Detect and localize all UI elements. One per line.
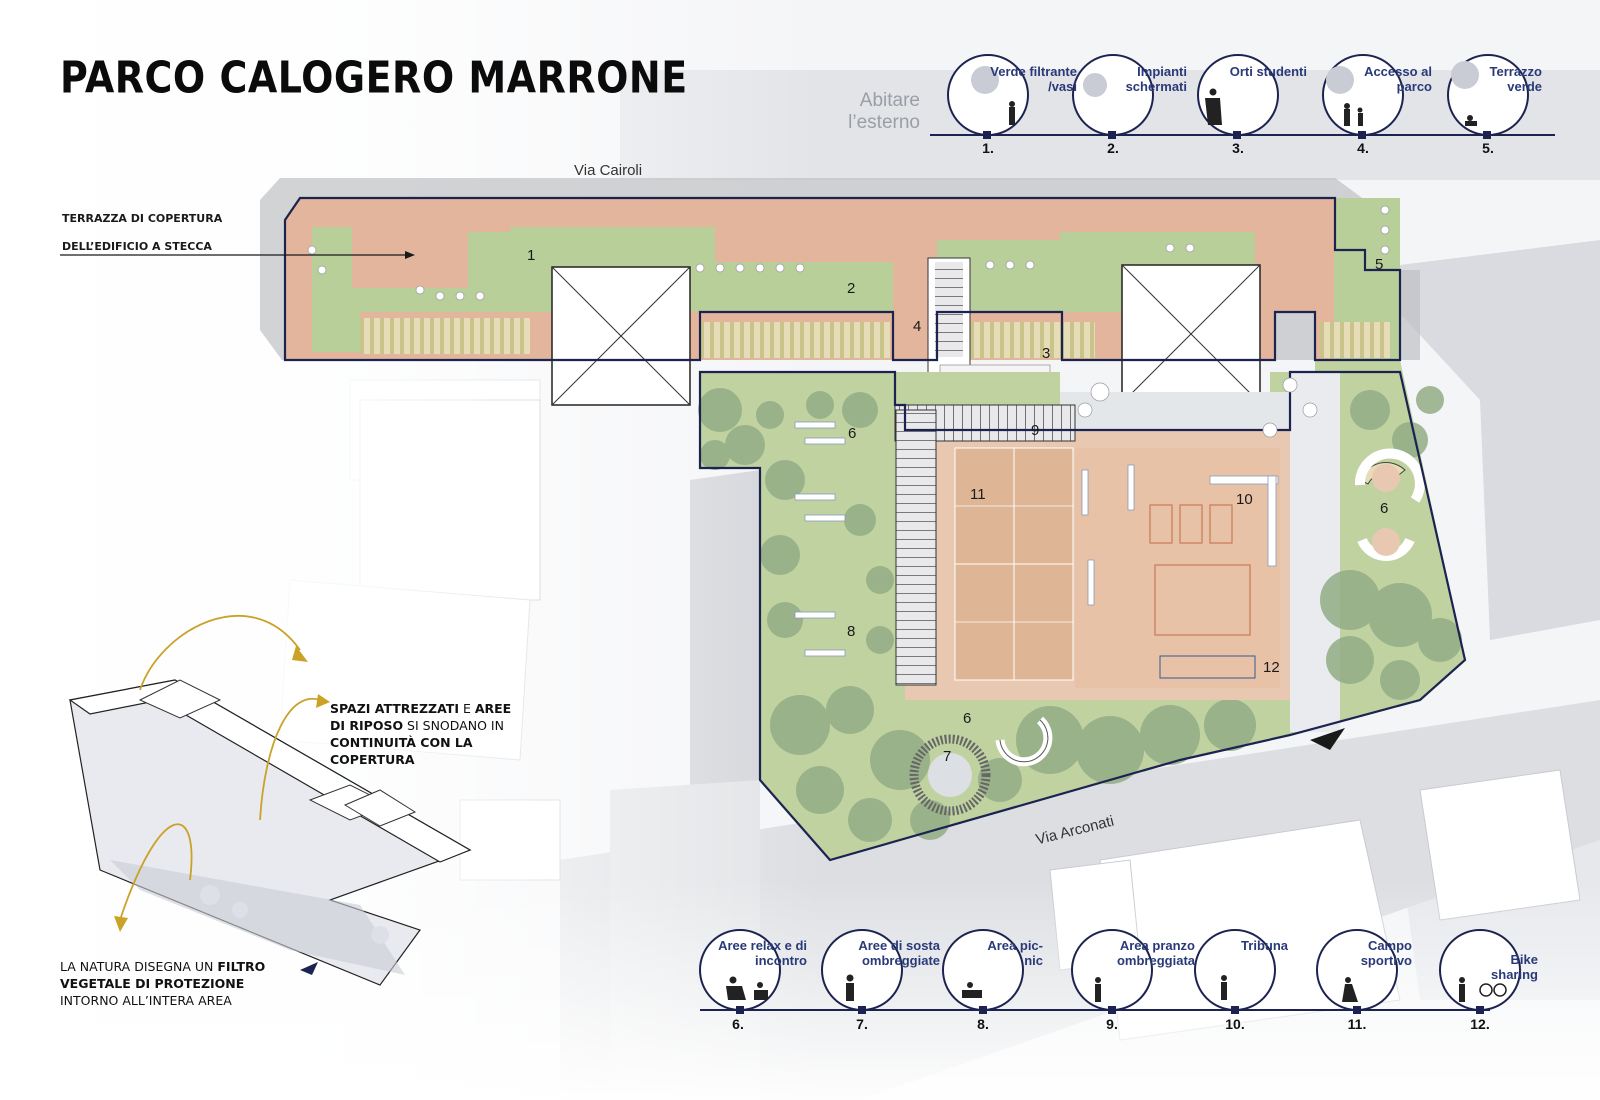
icon-number-8: 8.: [977, 1016, 989, 1032]
callout-bold-2: AREE DI RIPOSO: [330, 701, 512, 733]
zone-number-6-south: 6: [963, 710, 972, 727]
zone-number-2: 2: [847, 280, 856, 297]
stepping-stones: [307, 205, 1390, 438]
icon-number-1: 1.: [982, 140, 994, 156]
street-label-north: Via Cairoli: [574, 162, 643, 179]
page-title: PARCO CALOGERO MARRONE: [60, 52, 688, 103]
bottom-icon-strip: [699, 929, 1521, 1014]
zone-number-12: 12: [1263, 659, 1280, 676]
icon-label-accesso: Accesso al parco: [1364, 64, 1432, 94]
icon-number-11: 11.: [1347, 1016, 1367, 1032]
callout-green-filter: LA NATURA DISEGNA UN FILTRO VEGETALE DI …: [60, 958, 270, 1009]
pavilion-east: [1121, 264, 1261, 404]
benches: [794, 421, 1279, 657]
callout-filter-text-1: LA NATURA DISEGNA UN: [60, 959, 218, 974]
icon-label-campo-sportivo: Campo sportivo: [1360, 938, 1412, 968]
golden-arcs: [114, 615, 330, 932]
bleacher-west: [895, 409, 937, 686]
zone-number-8: 8: [847, 623, 856, 640]
icon-number-12: 12.: [1470, 1016, 1490, 1032]
top-icon-strip: [930, 54, 1555, 139]
abitare-line-1: Abitare: [859, 90, 920, 111]
zone-number-3: 3: [1042, 345, 1051, 362]
zone-number-6-east: 6: [1380, 500, 1389, 517]
icon-label-bike-sharing: Bike sharing: [1491, 952, 1538, 982]
icon-number-9: 9.: [1106, 1016, 1118, 1032]
icon-label-verde-filtrante: Verde filtrante /vasi: [990, 64, 1077, 94]
icon-number-2: 2.: [1107, 140, 1119, 156]
icon-label-tribuna: Tribuna: [1241, 938, 1288, 953]
abitare-label: Abitare l’esterno: [820, 90, 920, 134]
abitare-line-2: l’esterno: [848, 112, 920, 133]
icon-number-3: 3.: [1232, 140, 1244, 156]
zone-number-4: 4: [913, 318, 922, 335]
icon-label-impianti: Impianti schermati: [1125, 64, 1187, 94]
round-seating: [909, 448, 1425, 816]
callout-bold-1: SPAZI ATTREZZATI: [330, 701, 459, 716]
icon-label-pic-nic: Area pic-nic: [987, 938, 1043, 968]
axonometric-diagram: [68, 679, 472, 986]
icon-label-orti: Orti studenti: [1229, 64, 1307, 79]
icon-number-7: 7.: [856, 1016, 868, 1032]
icon-number-10: 10.: [1225, 1016, 1245, 1032]
entrance-arrow-axo: [300, 962, 318, 975]
zone-number-5: 5: [1375, 256, 1384, 273]
icon-number-4: 4.: [1357, 140, 1369, 156]
zone-number-6-west: 6: [848, 425, 857, 442]
icon-number-6: 6.: [732, 1016, 744, 1032]
zone-number-11: 11: [970, 486, 986, 503]
terrace-annotation-line-2: DELL’EDIFICIO A STECCA: [62, 240, 212, 253]
callout-bold-3: CONTINUITÀ CON LA COPERTURA: [330, 735, 473, 767]
icon-label-aree-sosta: Aree di sosta ombreggiate: [858, 938, 940, 968]
icon-label-area-pranzo: Area pranzo ombreggiata: [1116, 938, 1195, 968]
pavilion-west: [551, 266, 691, 406]
court-area: [905, 430, 1290, 700]
entrance-arrow-main: [1310, 728, 1345, 750]
zone-number-1: 1: [527, 247, 536, 264]
site-outline: [283, 196, 1467, 862]
zone-number-10: 10: [1236, 491, 1253, 508]
callout-text-1: E: [458, 701, 475, 716]
icon-number-5: 5.: [1482, 140, 1494, 156]
terrace-annotation-line-1: TERRAZZA DI COPERTURA: [62, 212, 223, 225]
tree-canopies: [698, 386, 1462, 842]
callout-equipped-spaces: SPAZI ATTREZZATI E AREE DI RIPOSO SI SNO…: [330, 700, 530, 768]
callout-filter-bold-1: FILTRO VEGETALE DI PROTEZIONE: [60, 959, 266, 991]
annotation-leader: [60, 251, 415, 259]
icon-label-aree-relax: Aree relax e di incontro: [718, 938, 807, 968]
callout-text-2: SI SNODANO IN: [403, 718, 504, 733]
zone-number-7: 7: [943, 748, 952, 765]
zone-number-9: 9: [1031, 422, 1040, 439]
terrace-annotation: TERRAZZA DI COPERTURA DELL’EDIFICIO A ST…: [62, 205, 222, 261]
callout-filter-text-2: INTORNO ALL’INTERA AREA: [60, 993, 232, 1008]
icon-label-terrazzo: Terrazzo verde: [1489, 64, 1543, 94]
